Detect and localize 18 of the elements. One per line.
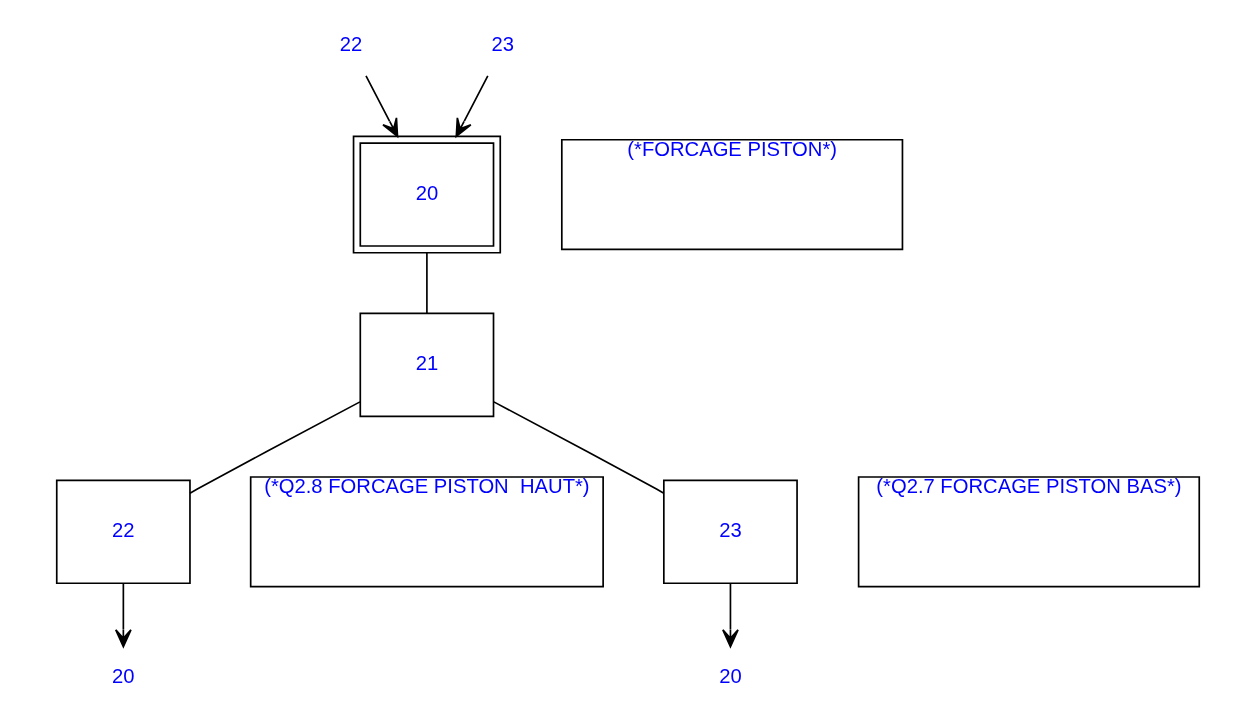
node-box: 21 (358, 312, 494, 418)
arrow (364, 74, 398, 138)
node-box: (*Q2.7 FORCAGE PISTON BAS*) (857, 476, 1200, 588)
node-box: 22 (55, 479, 191, 585)
node-box: 20 (352, 135, 501, 254)
node-box: 23 (662, 479, 798, 585)
connector (188, 401, 361, 494)
node-box: (*Q2.8 FORCAGE PISTON HAUT*) (249, 476, 604, 588)
arrow (454, 74, 489, 138)
arrow (721, 582, 739, 648)
node-text: 20 (111, 664, 135, 687)
connector (492, 401, 665, 494)
node-text: 22 (339, 32, 362, 55)
node-text: 23 (491, 32, 514, 55)
node-box: (*FORCAGE PISTON*) (560, 138, 903, 251)
arrow (114, 582, 132, 648)
node-text: 20 (718, 664, 742, 687)
connector (425, 251, 428, 315)
